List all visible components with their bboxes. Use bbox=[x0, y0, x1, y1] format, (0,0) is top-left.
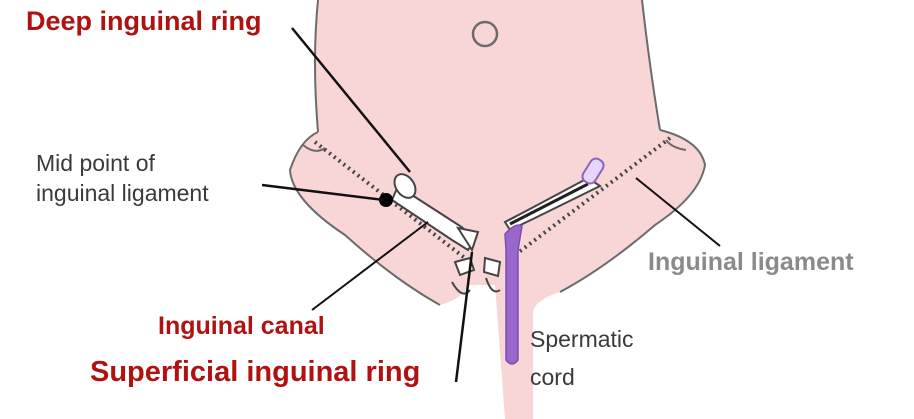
label-superficial-inguinal-ring: Superficial inguinal ring bbox=[90, 356, 421, 388]
leader-inguinal-canal bbox=[311, 221, 429, 311]
label-deep-inguinal-ring: Deep inguinal ring bbox=[26, 6, 262, 36]
label-spermatic-line2: cord bbox=[530, 364, 575, 390]
leader-deep-ring bbox=[291, 27, 411, 173]
mid-point-marker bbox=[379, 193, 393, 207]
body-silhouette bbox=[290, 0, 705, 419]
label-inguinal-canal: Inguinal canal bbox=[158, 312, 325, 340]
right-canal-dark-edge bbox=[509, 182, 589, 226]
pubic-contour bbox=[451, 277, 501, 295]
left-iliac-crest bbox=[302, 144, 326, 152]
label-spermatic-line1: Spermatic bbox=[530, 326, 634, 352]
leader-superficial-ring bbox=[454, 251, 474, 383]
label-inguinal-ligament: Inguinal ligament bbox=[648, 248, 854, 276]
right-pubic-tubercle bbox=[482, 256, 502, 278]
right-body-contour bbox=[641, 0, 661, 131]
right-deep-ring-cord-segment bbox=[581, 157, 605, 185]
left-hip-contour bbox=[288, 131, 441, 306]
leader-mid-point bbox=[261, 183, 385, 202]
right-inguinal-ligament bbox=[513, 136, 672, 257]
navel bbox=[471, 20, 499, 48]
left-inguinal-ligament bbox=[313, 140, 472, 264]
left-deep-ring-opening bbox=[393, 173, 417, 199]
right-hip-contour bbox=[559, 129, 707, 293]
spermatic-cord bbox=[504, 224, 523, 365]
leader-inguinal-ligament bbox=[635, 177, 721, 247]
label-mid-point-line1: Mid point of bbox=[36, 150, 155, 176]
right-iliac-crest bbox=[665, 139, 687, 151]
left-superficial-ring bbox=[455, 226, 480, 253]
left-body-contour bbox=[314, 0, 319, 133]
label-mid-point-line2: inguinal ligament bbox=[36, 180, 209, 206]
